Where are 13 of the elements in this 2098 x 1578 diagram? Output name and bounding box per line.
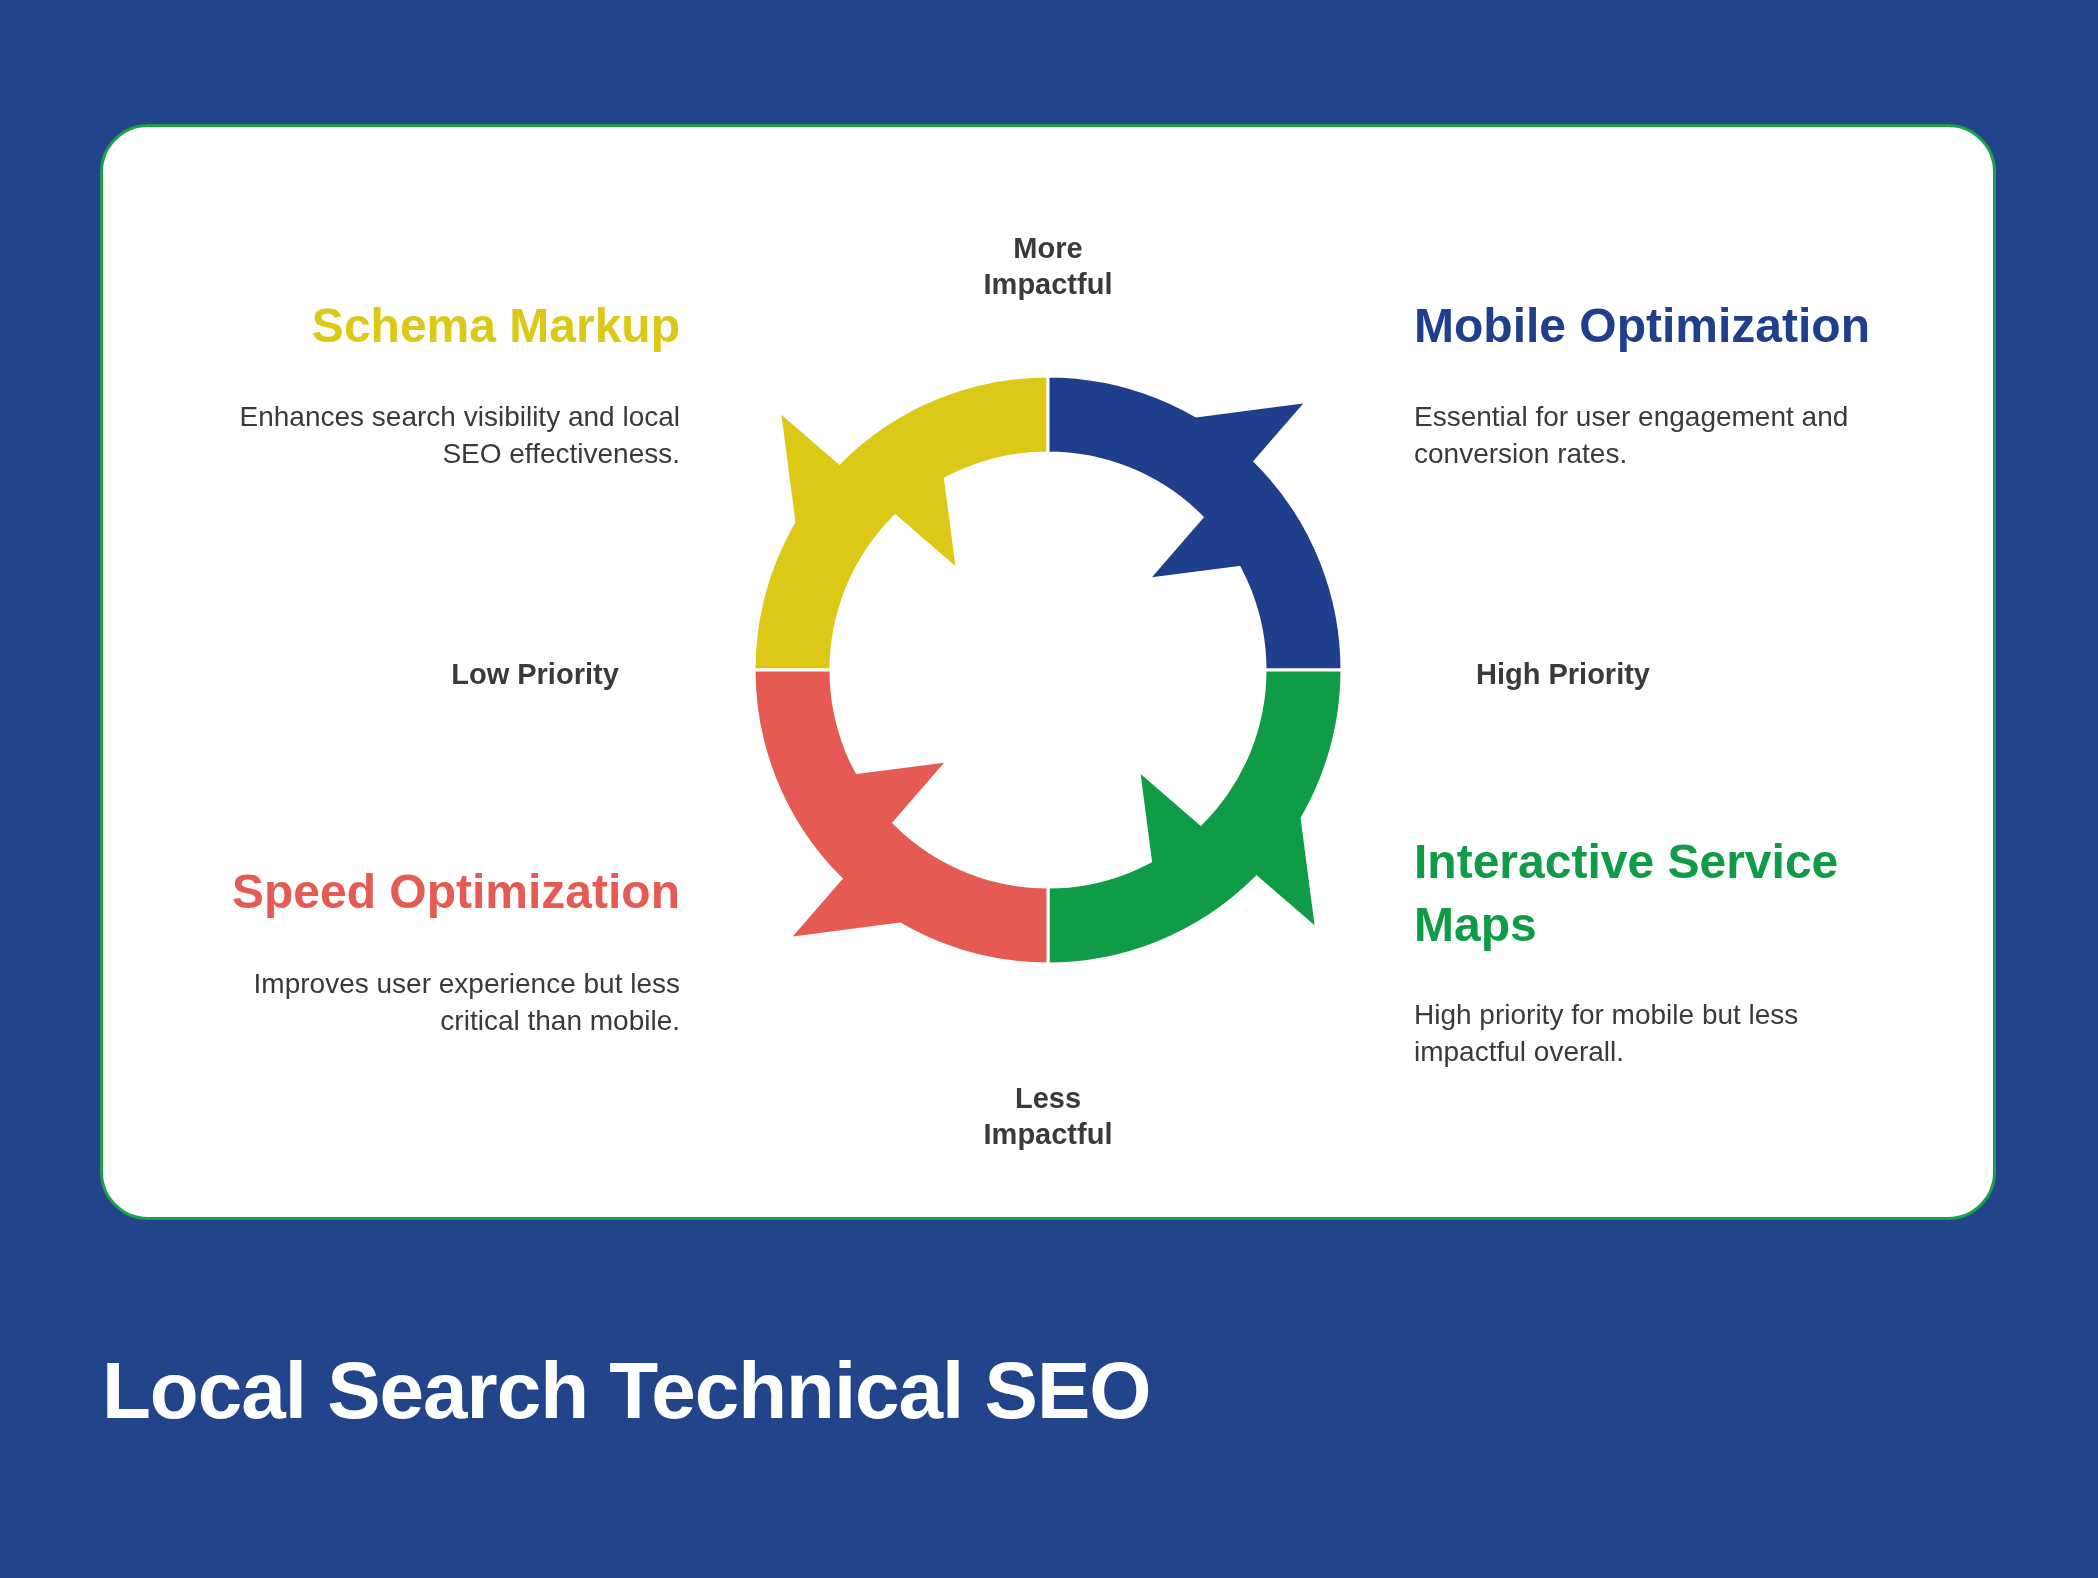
section-heading: Schema Markup	[310, 298, 680, 354]
description-text: Essential for user engagement and conversion rates.	[1414, 400, 1850, 471]
diagram-title: Local Search Technical SEO	[102, 1345, 1151, 1437]
description-text: Enhances search visibility and local SEO effectiveness.	[238, 400, 680, 471]
axis-label: Low Priority	[450, 657, 620, 692]
axis-label: Less Impactful	[982, 1081, 1114, 1152]
section-heading: Mobile Optimization	[1414, 298, 1871, 354]
description-text: Improves user experience but less critical than mobile.	[252, 967, 680, 1038]
section-heading: Speed Optimization	[230, 864, 680, 920]
description-text: High priority for mobile but less impactful overall.	[1414, 998, 1800, 1069]
axis-label: High Priority	[1475, 657, 1651, 692]
section-heading: Interactive Service Maps	[1414, 834, 1840, 953]
axis-label: More Impactful	[982, 231, 1114, 302]
